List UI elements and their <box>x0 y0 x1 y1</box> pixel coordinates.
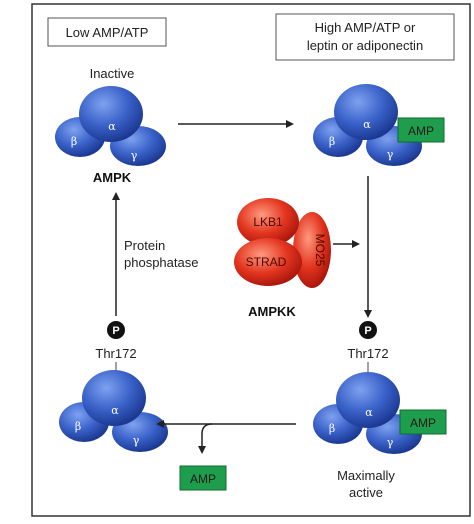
phosphate-marker-left: P <box>107 321 125 339</box>
gamma-subunit-label: γ <box>387 436 394 449</box>
amp-badge <box>397 117 445 143</box>
beta-subunit-label: β <box>329 135 335 148</box>
ampk-complex-inactive: α β γ <box>55 86 166 166</box>
mo25-label: MO25 <box>313 234 327 267</box>
ampk-complex-phosphorylated: α β γ <box>59 370 168 452</box>
protein-phosphatase-label-line1: Protein <box>124 238 165 253</box>
thr172-label-right: Thr172 <box>347 346 388 361</box>
protein-phosphatase-label-line2: phosphatase <box>124 255 198 270</box>
gamma-subunit-label: γ <box>131 149 138 162</box>
ampk-complex-amp-bound: α β γ AMP <box>313 84 445 166</box>
alpha-subunit-label: α <box>365 406 373 419</box>
ampkk-complex: LKB1 STRAD MO25 <box>234 198 331 288</box>
low-amp-atp-label: Low AMP/ATP <box>66 25 149 40</box>
amp-label: AMP <box>408 124 434 138</box>
released-amp-badge: AMP <box>179 465 227 491</box>
amp-label: AMP <box>190 472 216 486</box>
svg-text:P: P <box>364 325 371 337</box>
ampk-label: AMPK <box>93 170 132 185</box>
strad-subunit <box>234 238 302 286</box>
mo25-subunit <box>293 212 331 288</box>
thr172-label-left: Thr172 <box>95 346 136 361</box>
strad-label: STRAD <box>246 255 287 269</box>
maximally-active-label-line1: Maximally <box>337 468 395 483</box>
amp-label: AMP <box>410 416 436 430</box>
diagram-frame <box>31 3 471 517</box>
svg-text:P: P <box>112 325 119 337</box>
beta-subunit-label: β <box>329 422 335 435</box>
beta-subunit-label: β <box>71 135 77 148</box>
amp-badge <box>399 409 447 435</box>
lkb1-label: LKB1 <box>253 215 283 229</box>
inactive-label: Inactive <box>90 66 135 81</box>
alpha-subunit-label: α <box>363 118 371 131</box>
lkb1-subunit <box>237 198 299 246</box>
low-amp-atp-box: Low AMP/ATP <box>47 17 167 47</box>
gamma-subunit-label: γ <box>133 434 140 447</box>
phosphate-marker-right: P <box>359 321 377 339</box>
beta-subunit-label: β <box>75 420 81 433</box>
ampkk-label: AMPKK <box>248 304 296 319</box>
gamma-subunit-label: γ <box>387 148 394 161</box>
alpha-subunit-label: α <box>111 404 119 417</box>
high-amp-atp-label-line1: High AMP/ATP or <box>315 20 416 35</box>
ampk-complex-maximally-active: α β γ AMP <box>313 372 447 454</box>
alpha-subunit-label: α <box>108 120 116 133</box>
high-amp-atp-label-line2: leptin or adiponectin <box>307 38 423 53</box>
amp-release-arrow <box>198 423 296 454</box>
maximally-active-label-line2: active <box>349 485 383 500</box>
high-amp-atp-box: High AMP/ATP or leptin or adiponectin <box>275 13 455 61</box>
